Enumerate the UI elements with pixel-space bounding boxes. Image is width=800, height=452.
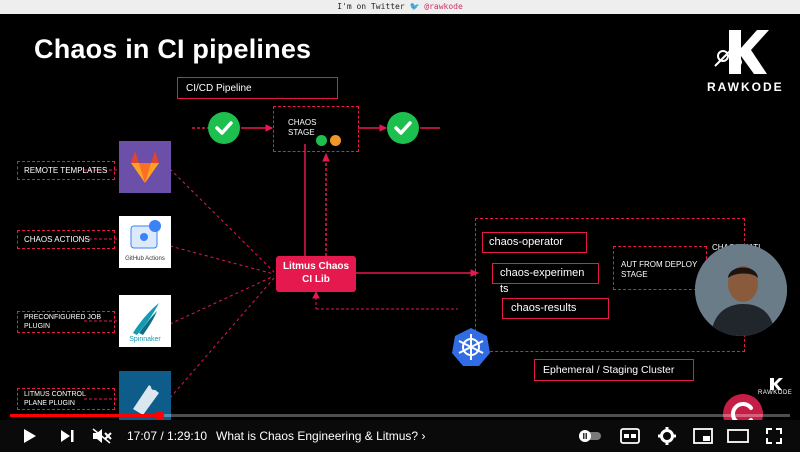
miniplayer-button[interactable]	[690, 420, 716, 452]
rawkode-logo-text: RAWKODE	[707, 80, 784, 94]
chaos-results-label: chaos-results	[511, 302, 577, 314]
litmus-chaos-lib-box: Litmus Chaos CI Lib	[276, 256, 356, 292]
check-icon	[215, 121, 233, 135]
settings-button[interactable]	[654, 420, 680, 452]
captions-icon	[620, 428, 640, 444]
github-actions-icon	[130, 220, 161, 249]
chapter-title[interactable]: What is Chaos Engineering & Litmus? ›	[216, 429, 425, 443]
fullscreen-icon	[766, 428, 782, 444]
github-actions-tile: GitHub Actions	[119, 216, 171, 268]
video-frame[interactable]: Chaos in CI pipelines RAWKODE	[0, 14, 800, 434]
remote-templates-box: REMOTE TEMPLATES	[17, 161, 115, 180]
twitter-handle: @rawkode	[424, 2, 463, 11]
banner-text: I'm on Twitter	[337, 2, 410, 11]
spinnaker-icon	[133, 303, 159, 335]
progress-scrubber[interactable]	[155, 411, 165, 420]
captions-button[interactable]	[616, 420, 644, 452]
chaos-operator-box: chaos-operator	[482, 232, 587, 253]
diagram-connectors	[84, 124, 480, 400]
chaos-experiments-wrap: ts	[500, 283, 509, 295]
autoplay-toggle[interactable]	[577, 420, 603, 452]
progress-fill	[10, 414, 160, 417]
pipeline-label-box: CI/CD Pipeline	[177, 77, 338, 99]
remote-templates-label: REMOTE TEMPLATES	[24, 166, 108, 175]
play-button[interactable]	[14, 420, 44, 452]
rawkode-small-icon	[770, 378, 783, 390]
chapter-label: What is Chaos Engineering & Litmus?	[216, 429, 419, 443]
progress-bar[interactable]	[10, 411, 790, 420]
aut-box: AUT FROM DEPLOY STAGE	[613, 246, 707, 290]
kubernetes-logo	[450, 326, 492, 368]
gitlab-tile	[119, 141, 171, 193]
aut-label: AUT FROM DEPLOY STAGE	[621, 260, 698, 279]
check-icon	[394, 121, 412, 135]
presenter-webcam	[695, 244, 787, 336]
next-button[interactable]	[54, 420, 80, 452]
chaos-stage-box: CHAOS STAGE	[273, 106, 359, 152]
pipeline-label: CI/CD Pipeline	[186, 83, 252, 94]
twitter-bird-icon: 🐦	[409, 2, 425, 11]
chaos-experiments-box: chaos-experimen	[492, 263, 599, 284]
chaos-results-box: chaos-results	[502, 298, 609, 319]
chevron-right-icon: ›	[421, 429, 426, 443]
rawkode-watermark: RAWKODE	[758, 378, 798, 398]
autoplay-toggle-icon	[579, 430, 601, 442]
preconfigured-label: PRECONFIGURED JOB PLUGIN	[24, 314, 102, 330]
mute-button[interactable]	[88, 420, 116, 452]
litmus-control-label: LITMUS CONTROL PLANE PLUGIN	[24, 391, 86, 407]
gear-icon	[658, 427, 676, 445]
stage-warning-icon	[330, 135, 341, 146]
pipeline-check-left	[208, 112, 240, 144]
rawkode-small-text: RAWKODE	[758, 390, 793, 396]
chaos-actions-box: CHAOS ACTIONS	[17, 230, 115, 249]
chaos-operator-label: chaos-operator	[489, 236, 563, 248]
preconfigured-box: PRECONFIGURED JOB PLUGIN	[17, 311, 115, 333]
rawkode-logo-icon	[714, 30, 769, 74]
fullscreen-button[interactable]	[762, 420, 786, 452]
litmus-control-box: LITMUS CONTROL PLANE PLUGIN	[17, 388, 115, 410]
spinnaker-label: Spinnaker	[129, 336, 161, 343]
twitter-banner: I'm on Twitter 🐦 @rawkode	[0, 0, 800, 14]
player-controls: 17:07 / 1:29:10 What is Chaos Engineerin…	[0, 420, 800, 452]
pipeline-check-right	[387, 112, 419, 144]
litmus-icon	[133, 384, 159, 415]
presenter-avatar-icon	[695, 244, 787, 336]
chaos-actions-label: CHAOS ACTIONS	[24, 235, 90, 244]
gitlab-icon	[131, 151, 159, 183]
next-icon	[61, 430, 74, 442]
play-icon	[24, 429, 36, 443]
stage-check-icon	[316, 135, 327, 146]
chaos-experiments-label: chaos-experimen	[500, 267, 585, 279]
cluster-label-box: Ephemeral / Staging Cluster	[534, 359, 694, 381]
cluster-label: Ephemeral / Staging Cluster	[543, 364, 675, 376]
theater-button[interactable]	[725, 420, 751, 452]
theater-mode-icon	[727, 429, 749, 443]
rawkode-logo: RAWKODE	[707, 26, 784, 98]
time-display: 17:07 / 1:29:10	[127, 429, 208, 443]
volume-muted-icon	[92, 428, 112, 444]
litmus-chaos-lib-label: Litmus Chaos CI Lib	[282, 261, 350, 285]
spinnaker-tile: Spinnaker	[119, 295, 171, 347]
kubernetes-icon	[452, 328, 490, 366]
miniplayer-icon	[693, 428, 713, 444]
chaos-stage-label: CHAOS STAGE	[288, 118, 317, 137]
slide-title: Chaos in CI pipelines	[34, 34, 312, 64]
github-actions-label: GitHub Actions	[125, 256, 165, 262]
